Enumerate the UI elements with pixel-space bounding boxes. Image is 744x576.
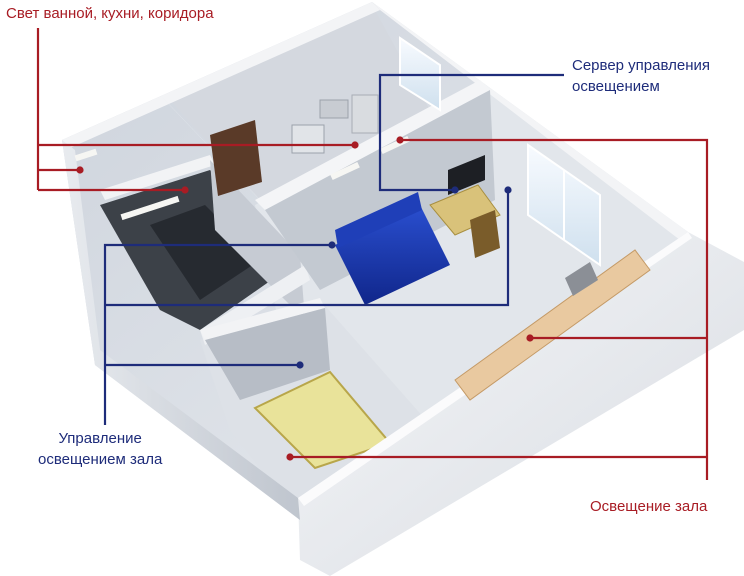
chair bbox=[470, 210, 500, 258]
microwave bbox=[319, 99, 349, 119]
monitor bbox=[448, 155, 485, 195]
sofa-back bbox=[335, 192, 422, 248]
kitchen-shelf bbox=[210, 120, 262, 196]
bedroom-partition-face bbox=[205, 308, 330, 400]
node-bed-light bbox=[286, 453, 294, 461]
light-fixture-bath bbox=[74, 148, 98, 162]
kitchen-hall-wall bbox=[255, 80, 490, 210]
control-lines bbox=[103, 73, 564, 425]
stove bbox=[291, 124, 325, 154]
node-server bbox=[451, 186, 459, 194]
control-nodes bbox=[296, 186, 512, 369]
light-fixture-corridor bbox=[120, 195, 180, 221]
node-kitchen-light bbox=[351, 141, 359, 149]
node-bedroom-switch bbox=[296, 361, 304, 369]
bedroom-partition bbox=[200, 298, 325, 340]
lighting-nodes bbox=[76, 136, 534, 461]
washing-machine bbox=[351, 94, 379, 134]
server-line bbox=[378, 73, 564, 192]
label-hall-lighting: Освещение зала bbox=[590, 496, 707, 517]
right-exterior-wall bbox=[298, 232, 744, 576]
label-lighting-server: Сервер управления освещением bbox=[572, 55, 710, 97]
back-wall-left bbox=[62, 2, 380, 148]
bathroom-inner-shadow bbox=[150, 205, 260, 300]
label-bath-kitchen-corridor-light: Свет ванной, кухни, коридора bbox=[6, 3, 214, 24]
label-hall-control-line1: Управление bbox=[58, 430, 142, 447]
label-bath-kitchen-corridor-text: Свет ванной, кухни, коридора bbox=[6, 5, 214, 22]
label-hall-light-text: Освещение зала bbox=[590, 498, 708, 515]
node-corridor-light bbox=[181, 186, 189, 194]
hall-light-line bbox=[400, 138, 709, 480]
node-wardrobe-light bbox=[526, 334, 534, 342]
node-bath-light bbox=[76, 166, 84, 174]
node-window-switch bbox=[504, 186, 512, 194]
label-server-line1: Сервер управления bbox=[572, 57, 710, 74]
radiator bbox=[565, 262, 598, 296]
lighting-lines bbox=[36, 28, 709, 480]
label-hall-lighting-control: Управление освещением зала bbox=[38, 428, 162, 470]
sofa bbox=[335, 205, 450, 305]
hall-control-line-2 bbox=[105, 190, 510, 307]
light-fixture-kitchen bbox=[330, 161, 360, 181]
node-sofa-switch bbox=[328, 241, 336, 249]
left-exterior-wall bbox=[62, 140, 300, 520]
back-wall-right bbox=[372, 2, 688, 240]
label-hall-control-line2: освещением зала bbox=[38, 451, 163, 468]
corridor-wall bbox=[100, 155, 215, 200]
node-hall-light bbox=[396, 136, 404, 144]
label-server-line2: освещением bbox=[572, 78, 660, 95]
